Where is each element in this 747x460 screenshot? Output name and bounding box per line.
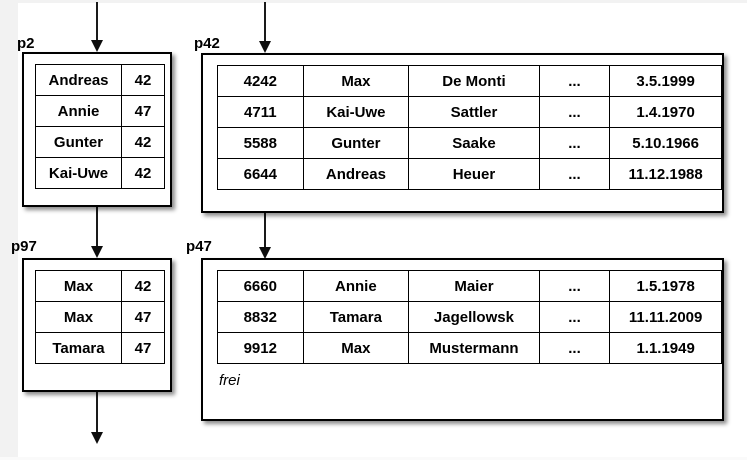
cell-name: Andreas — [35, 64, 122, 96]
cell-first-name: Andreas — [302, 158, 410, 190]
cell-date: 11.12.1988 — [609, 158, 722, 190]
arrow-into-p2 — [91, 2, 103, 52]
cell-bucket: 47 — [121, 95, 165, 127]
data-table-p47: 6660 Annie Maier ... 1.5.1978 8832 Tamar… — [217, 270, 722, 364]
table-row: 6660 Annie Maier ... 1.5.1978 — [217, 270, 722, 302]
cell-date: 1.4.1970 — [609, 96, 722, 128]
cell-more: ... — [538, 96, 611, 128]
cell-date: 3.5.1999 — [609, 65, 722, 97]
cell-name: Kai-Uwe — [35, 157, 122, 189]
page-box-p47: 6660 Annie Maier ... 1.5.1978 8832 Tamar… — [201, 258, 724, 421]
cell-first-name: Tamara — [302, 301, 410, 333]
cell-date: 5.10.1966 — [609, 127, 722, 159]
cell-bucket: 42 — [121, 157, 165, 189]
table-row: 6644 Andreas Heuer ... 11.12.1988 — [217, 158, 722, 190]
page-box-p97: Max 42 Max 47 Tamara 47 — [22, 258, 172, 392]
page-box-p2: Andreas 42 Annie 47 Gunter 42 Kai-Uwe 42 — [22, 52, 172, 207]
cell-last-name: Sattler — [408, 96, 540, 128]
page-label-p97: p97 — [11, 238, 37, 255]
table-row: 9912 Max Mustermann ... 1.1.1949 — [217, 332, 722, 364]
cell-first-name: Kai-Uwe — [302, 96, 410, 128]
page-label-p47: p47 — [186, 238, 212, 255]
table-row: 5588 Gunter Saake ... 5.10.1966 — [217, 127, 722, 159]
index-table-p2: Andreas 42 Annie 47 Gunter 42 Kai-Uwe 42 — [35, 64, 165, 189]
arrow-out-of-p97 — [91, 392, 103, 444]
cell-more: ... — [538, 332, 611, 364]
cell-last-name: Heuer — [408, 158, 540, 190]
arrow-into-p42 — [259, 2, 271, 53]
page-label-p2: p2 — [17, 35, 35, 52]
canvas-edge-left — [0, 0, 18, 460]
cell-id: 4711 — [217, 96, 304, 128]
cell-bucket: 47 — [121, 332, 165, 364]
free-space-label: frei — [219, 372, 240, 389]
cell-name: Annie — [35, 95, 122, 127]
data-table-p42: 4242 Max De Monti ... 3.5.1999 4711 Kai-… — [217, 65, 722, 190]
cell-id: 6660 — [217, 270, 304, 302]
cell-last-name: Mustermann — [408, 332, 540, 364]
arrow-p2-to-p97 — [91, 206, 103, 258]
cell-id: 8832 — [217, 301, 304, 333]
cell-bucket: 42 — [121, 270, 165, 302]
cell-more: ... — [538, 127, 611, 159]
cell-id: 5588 — [217, 127, 304, 159]
cell-bucket: 42 — [121, 126, 165, 158]
cell-name: Max — [35, 270, 122, 302]
page-box-p42: 4242 Max De Monti ... 3.5.1999 4711 Kai-… — [201, 53, 724, 213]
table-row: Kai-Uwe 42 — [35, 157, 165, 189]
table-row: Gunter 42 — [35, 126, 165, 158]
cell-last-name: De Monti — [408, 65, 540, 97]
cell-more: ... — [538, 270, 611, 302]
cell-name: Tamara — [35, 332, 122, 364]
table-row: Max 42 — [35, 270, 165, 302]
cell-id: 6644 — [217, 158, 304, 190]
table-row: 4711 Kai-Uwe Sattler ... 1.4.1970 — [217, 96, 722, 128]
table-row: Max 47 — [35, 301, 165, 333]
cell-bucket: 42 — [121, 64, 165, 96]
table-row: Andreas 42 — [35, 64, 165, 96]
cell-more: ... — [538, 65, 611, 97]
cell-id: 4242 — [217, 65, 304, 97]
table-row: Tamara 47 — [35, 332, 165, 364]
table-row: 4242 Max De Monti ... 3.5.1999 — [217, 65, 722, 97]
cell-id: 9912 — [217, 332, 304, 364]
cell-name: Gunter — [35, 126, 122, 158]
page-label-p42: p42 — [194, 35, 220, 52]
cell-first-name: Gunter — [302, 127, 410, 159]
arrow-p42-to-p47 — [259, 209, 271, 259]
cell-date: 1.5.1978 — [609, 270, 722, 302]
cell-last-name: Maier — [408, 270, 540, 302]
cell-first-name: Max — [302, 65, 410, 97]
canvas-edge-top — [0, 0, 747, 3]
canvas-edge-bottom — [0, 457, 747, 460]
cell-name: Max — [35, 301, 122, 333]
cell-more: ... — [538, 158, 611, 190]
table-row: 8832 Tamara Jagellowsk ... 11.11.2009 — [217, 301, 722, 333]
cell-date: 1.1.1949 — [609, 332, 722, 364]
cell-date: 11.11.2009 — [609, 301, 722, 333]
cell-more: ... — [538, 301, 611, 333]
table-row: Annie 47 — [35, 95, 165, 127]
cell-first-name: Annie — [302, 270, 410, 302]
cell-last-name: Jagellowsk — [408, 301, 540, 333]
cell-first-name: Max — [302, 332, 410, 364]
cell-bucket: 47 — [121, 301, 165, 333]
cell-last-name: Saake — [408, 127, 540, 159]
index-table-p97: Max 42 Max 47 Tamara 47 — [35, 270, 165, 364]
